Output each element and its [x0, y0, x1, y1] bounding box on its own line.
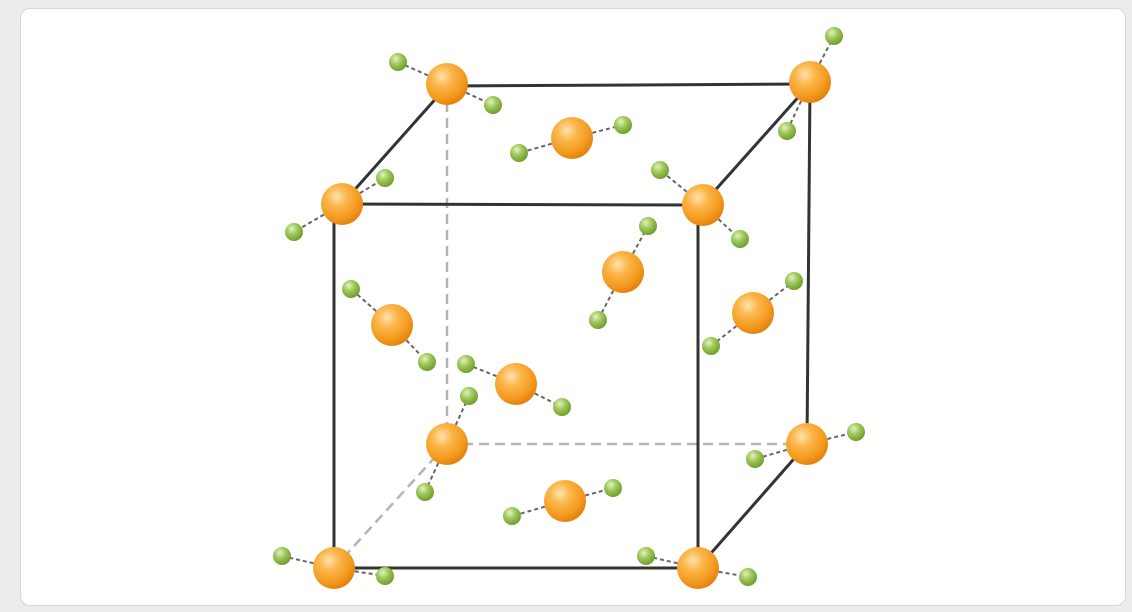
hydrogen-atom — [273, 547, 291, 565]
water-molecule — [510, 116, 632, 162]
oxygen-atom — [786, 423, 828, 465]
hydrogen-atom — [614, 116, 632, 134]
water-molecule — [389, 53, 502, 114]
edge-back-right — [805, 83, 812, 445]
hydrogen-atom — [416, 483, 434, 501]
hydrogen-atom — [639, 217, 657, 235]
hydrogen-atom — [731, 230, 749, 248]
hydrogen-atom — [739, 568, 757, 586]
oxygen-atom — [732, 292, 774, 334]
oxygen-atom — [602, 251, 644, 293]
hydrogen-atom — [604, 479, 622, 497]
hidden-edges — [333, 86, 807, 569]
oxygen-atom — [321, 183, 363, 225]
oxygen-atom — [544, 480, 586, 522]
molecules — [273, 27, 865, 589]
hidden-edge-depth-bottom-left — [333, 443, 448, 569]
edge-front-top — [341, 202, 703, 207]
water-molecule — [702, 272, 803, 355]
hydrogen-atom — [285, 223, 303, 241]
hydrogen-atom — [651, 161, 669, 179]
hydrogen-atom — [785, 272, 803, 290]
edge-depth-top-right — [700, 83, 812, 206]
edge-depth-bottom-right — [696, 443, 809, 569]
oxygen-atom — [426, 63, 468, 105]
hydrogen-atom — [825, 27, 843, 45]
water-molecule — [285, 169, 394, 241]
hydrogen-atom — [553, 398, 571, 416]
hydrogen-atom — [460, 387, 478, 405]
oxygen-atom — [313, 547, 355, 589]
water-molecule — [778, 27, 843, 140]
oxygen-atom — [426, 423, 468, 465]
hydrogen-atom — [418, 353, 436, 371]
hydrogen-atom — [484, 96, 502, 114]
oxygen-atom — [677, 547, 719, 589]
edge-back-top — [446, 82, 811, 88]
hydrogen-atom — [376, 567, 394, 585]
hydrogen-atom — [510, 144, 528, 162]
hydrogen-atom — [637, 547, 655, 565]
water-molecule — [273, 547, 394, 589]
oxygen-atom — [682, 184, 724, 226]
visible-edges — [332, 82, 812, 570]
hydrogen-atom — [589, 311, 607, 329]
water-molecule — [746, 423, 865, 468]
edge-depth-top-left — [340, 85, 449, 205]
hydrogen-atom — [342, 280, 360, 298]
hydrogen-atom — [376, 169, 394, 187]
oxygen-atom — [495, 363, 537, 405]
water-molecule — [457, 355, 571, 416]
hydrogen-atom — [847, 423, 865, 441]
water-molecule — [503, 479, 622, 525]
oxygen-atom — [551, 117, 593, 159]
oxygen-atom — [371, 304, 413, 346]
hydrogen-atom — [778, 122, 796, 140]
hydrogen-atom — [702, 337, 720, 355]
water-molecule — [637, 547, 757, 589]
hydrogen-atom — [746, 450, 764, 468]
hydrogen-atom — [457, 355, 475, 373]
oxygen-atom — [789, 61, 831, 103]
water-molecule — [589, 217, 657, 329]
hydrogen-atom — [389, 53, 407, 71]
hydrogen-atom — [503, 507, 521, 525]
water-molecule — [342, 280, 436, 371]
water-molecule — [416, 387, 478, 501]
water-molecule — [651, 161, 749, 248]
